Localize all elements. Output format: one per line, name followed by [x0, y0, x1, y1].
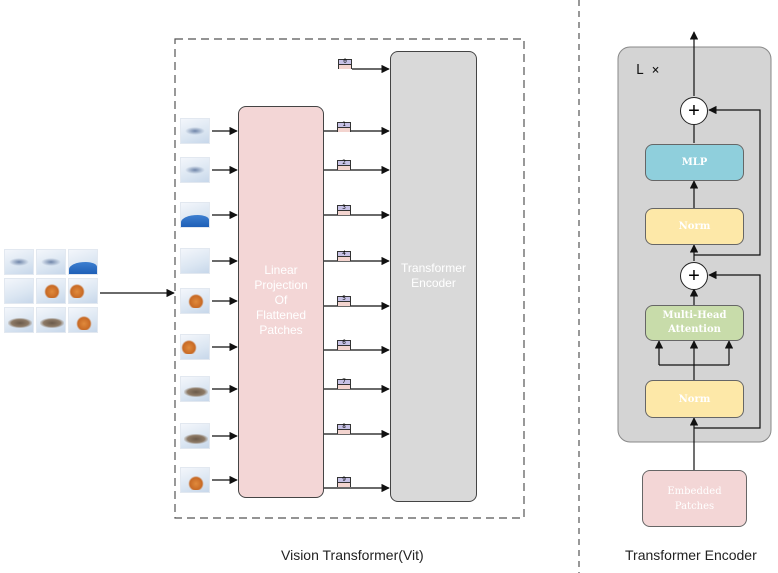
patch-8 — [180, 423, 210, 449]
plus-icon: + — [688, 265, 700, 287]
encoder-flow-lines — [654, 31, 761, 470]
image-patch — [68, 278, 98, 304]
repeat-label: L × — [636, 63, 660, 78]
patch-arrows — [212, 126, 238, 485]
position-token-5: 5 — [337, 296, 351, 306]
image-patch — [4, 249, 34, 275]
patch-9 — [180, 467, 210, 493]
position-token-2: 2 — [337, 160, 351, 170]
vit-caption: Vision Transformer(Vit) — [281, 547, 424, 563]
token-arrows — [324, 64, 390, 493]
residual-add-bottom: + — [680, 262, 708, 290]
patch-5 — [180, 288, 210, 314]
transformer-encoder-box — [390, 51, 477, 502]
image-patch — [68, 249, 98, 275]
image-patch — [4, 278, 34, 304]
patch-2 — [180, 157, 210, 183]
image-patch — [36, 307, 66, 333]
mlp-block: MLP — [645, 144, 744, 181]
image-patch — [36, 278, 66, 304]
encoder-caption: Transformer Encoder — [625, 547, 757, 563]
image-patch — [36, 249, 66, 275]
position-token-7: 7 — [337, 379, 351, 389]
position-token-1: 1 — [337, 122, 351, 132]
multi-head-attention-block: Multi-Head Attention — [645, 305, 744, 341]
patch-1 — [180, 118, 210, 144]
position-token-8: 8 — [337, 424, 351, 434]
patch-4 — [180, 248, 210, 274]
embedded-patches-block: Embedded Patches — [642, 470, 747, 527]
transformer-encoder-label: Transformer Encoder — [401, 261, 466, 290]
patch-3 — [180, 202, 210, 228]
position-token-9: 9 — [337, 477, 351, 487]
linear-projection-box — [238, 106, 324, 498]
vit-dashed-border — [174, 38, 525, 519]
patch-7 — [180, 376, 210, 402]
position-token-6: 6 — [337, 340, 351, 350]
linear-projection-label: Linear Projection Of Flattened Patches — [254, 263, 308, 337]
position-token-4: 4 — [337, 251, 351, 261]
image-patch — [68, 307, 98, 333]
image-patch — [4, 307, 34, 333]
residual-add-top: + — [680, 97, 708, 125]
norm-block-top: Norm — [645, 208, 744, 245]
input-image — [4, 249, 99, 335]
norm-block-bottom: Norm — [645, 380, 744, 418]
position-token-0: 0 — [338, 59, 352, 69]
position-token-3: 3 — [337, 205, 351, 215]
plus-icon: + — [688, 100, 700, 122]
patch-6 — [180, 334, 210, 360]
